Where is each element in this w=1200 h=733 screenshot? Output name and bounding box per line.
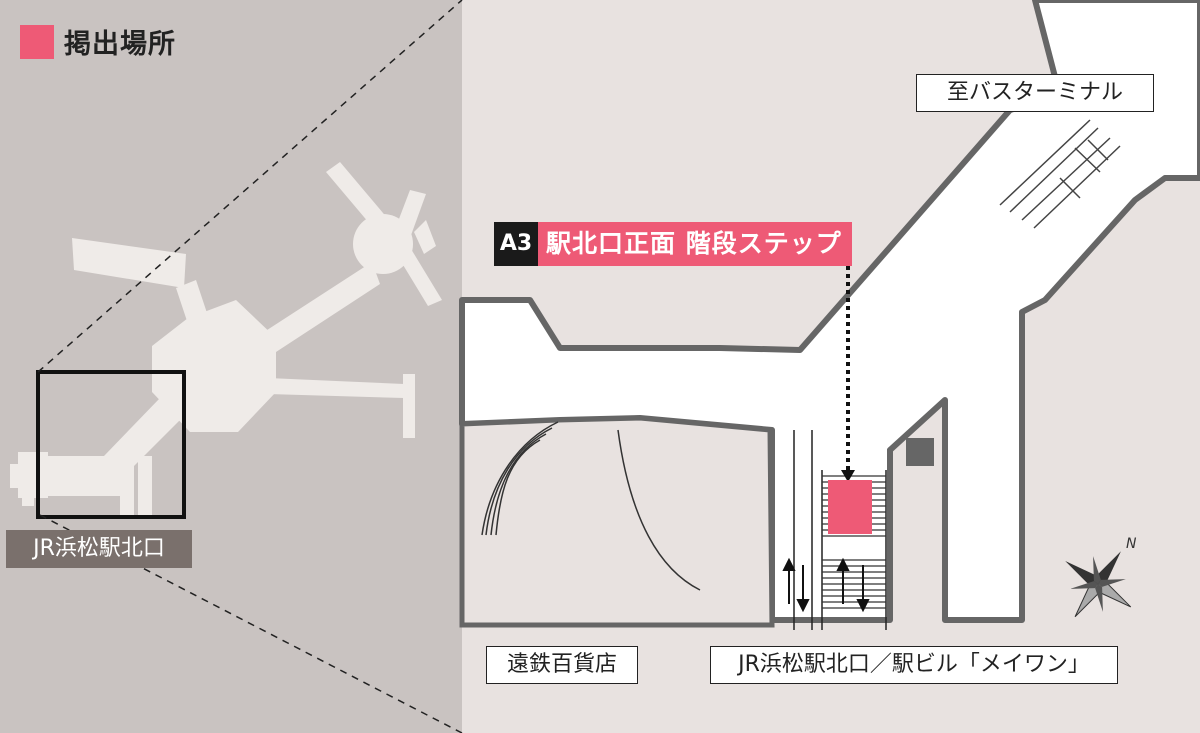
inner-areas xyxy=(459,415,775,628)
overview-walkways xyxy=(10,162,442,516)
legend-label: 掲出場所 xyxy=(64,29,176,60)
escalator-arrows xyxy=(782,557,870,613)
department-store-label: 遠鉄百貨店 xyxy=(486,646,638,684)
legend: 掲出場所 xyxy=(20,22,176,61)
placement-title: A3 駅北口正面 階段ステップ xyxy=(494,222,852,266)
placement-code: A3 xyxy=(494,222,538,266)
overview-station-label: JR浜松駅北口 xyxy=(6,530,192,568)
leader-arrowhead xyxy=(841,470,855,482)
escalators xyxy=(793,430,887,630)
placement-name: 駅北口正面 階段ステップ xyxy=(538,222,852,266)
zoom-box xyxy=(36,370,186,519)
department-store-facade xyxy=(481,421,701,591)
bus-crosswalk xyxy=(999,119,1121,229)
compass-north-label: N xyxy=(1126,536,1137,552)
legend-swatch xyxy=(20,24,54,59)
compass-icon xyxy=(1065,551,1132,618)
bus-terminal-label: 至バスターミナル xyxy=(916,74,1154,112)
station-building-label: JR浜松駅北口／駅ビル「メイワン」 xyxy=(710,646,1118,684)
location-marker xyxy=(828,480,872,534)
pillar-block xyxy=(906,438,934,466)
